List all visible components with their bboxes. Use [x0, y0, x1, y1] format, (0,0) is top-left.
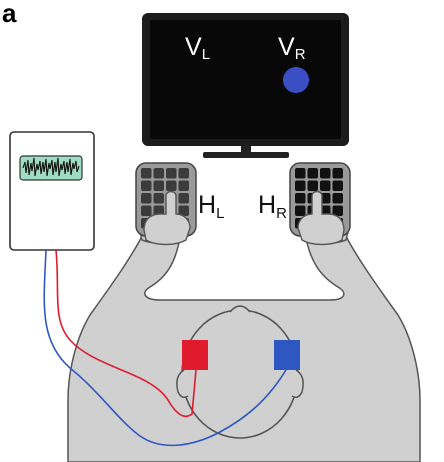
- panel-label: a: [2, 0, 17, 28]
- keypad-left-key: [178, 205, 189, 216]
- nose: [229, 305, 251, 313]
- keypad-left-key: [141, 193, 152, 204]
- keypad-left-key: [153, 180, 164, 191]
- keypad-right-key: [295, 205, 306, 216]
- wire-blue: [43, 249, 287, 447]
- keypad-right-key: [332, 180, 343, 191]
- left-hand-shape: [143, 190, 191, 246]
- keypad-right-key: [332, 205, 343, 216]
- subject-body: [67, 224, 421, 462]
- visual-stimulus-dot: [283, 67, 309, 93]
- ear-right: [291, 369, 304, 399]
- keypad-left-key: [166, 168, 177, 179]
- electrode-right: [274, 340, 300, 370]
- electrode-left: [182, 340, 208, 370]
- keypad-left-key: [153, 168, 164, 179]
- monitor: VL VR: [142, 13, 349, 158]
- hand-label-left: HL: [198, 191, 224, 222]
- ear-left: [176, 369, 189, 399]
- keypad-right-key: [295, 193, 306, 204]
- left-hand: [143, 190, 191, 246]
- screen-label-left: VL: [185, 33, 210, 63]
- keypad-left-key: [166, 180, 177, 191]
- keypad-left-key: [178, 168, 189, 179]
- eeg-signal-icon: [22, 157, 80, 177]
- screen-label-right: VR: [278, 33, 306, 63]
- keypad-right-key: [320, 168, 331, 179]
- keypad-right-key: [295, 180, 306, 191]
- keypad-right-key: [295, 168, 306, 179]
- monitor-screen: [150, 20, 341, 139]
- keypad-left-key: [178, 180, 189, 191]
- keypad-left-key: [178, 193, 189, 204]
- keypad-right-key: [307, 180, 318, 191]
- hand-label-right: HR: [258, 191, 287, 222]
- wire-red: [55, 249, 197, 418]
- recording-device: [9, 131, 95, 251]
- right-hand: [297, 190, 345, 246]
- monitor-neck: [241, 146, 251, 153]
- keypad-right-key: [332, 193, 343, 204]
- keypad-right-key: [307, 168, 318, 179]
- right-hand-shape: [297, 190, 345, 246]
- keypad-left-key: [153, 193, 164, 204]
- keypad-left-key: [141, 205, 152, 216]
- keypad-right-key: [332, 168, 343, 179]
- keypad-right-key: [320, 180, 331, 191]
- keypad-left-key: [141, 168, 152, 179]
- device-box: [9, 131, 95, 251]
- monitor-stand: [203, 152, 289, 158]
- keypad-left-key: [141, 180, 152, 191]
